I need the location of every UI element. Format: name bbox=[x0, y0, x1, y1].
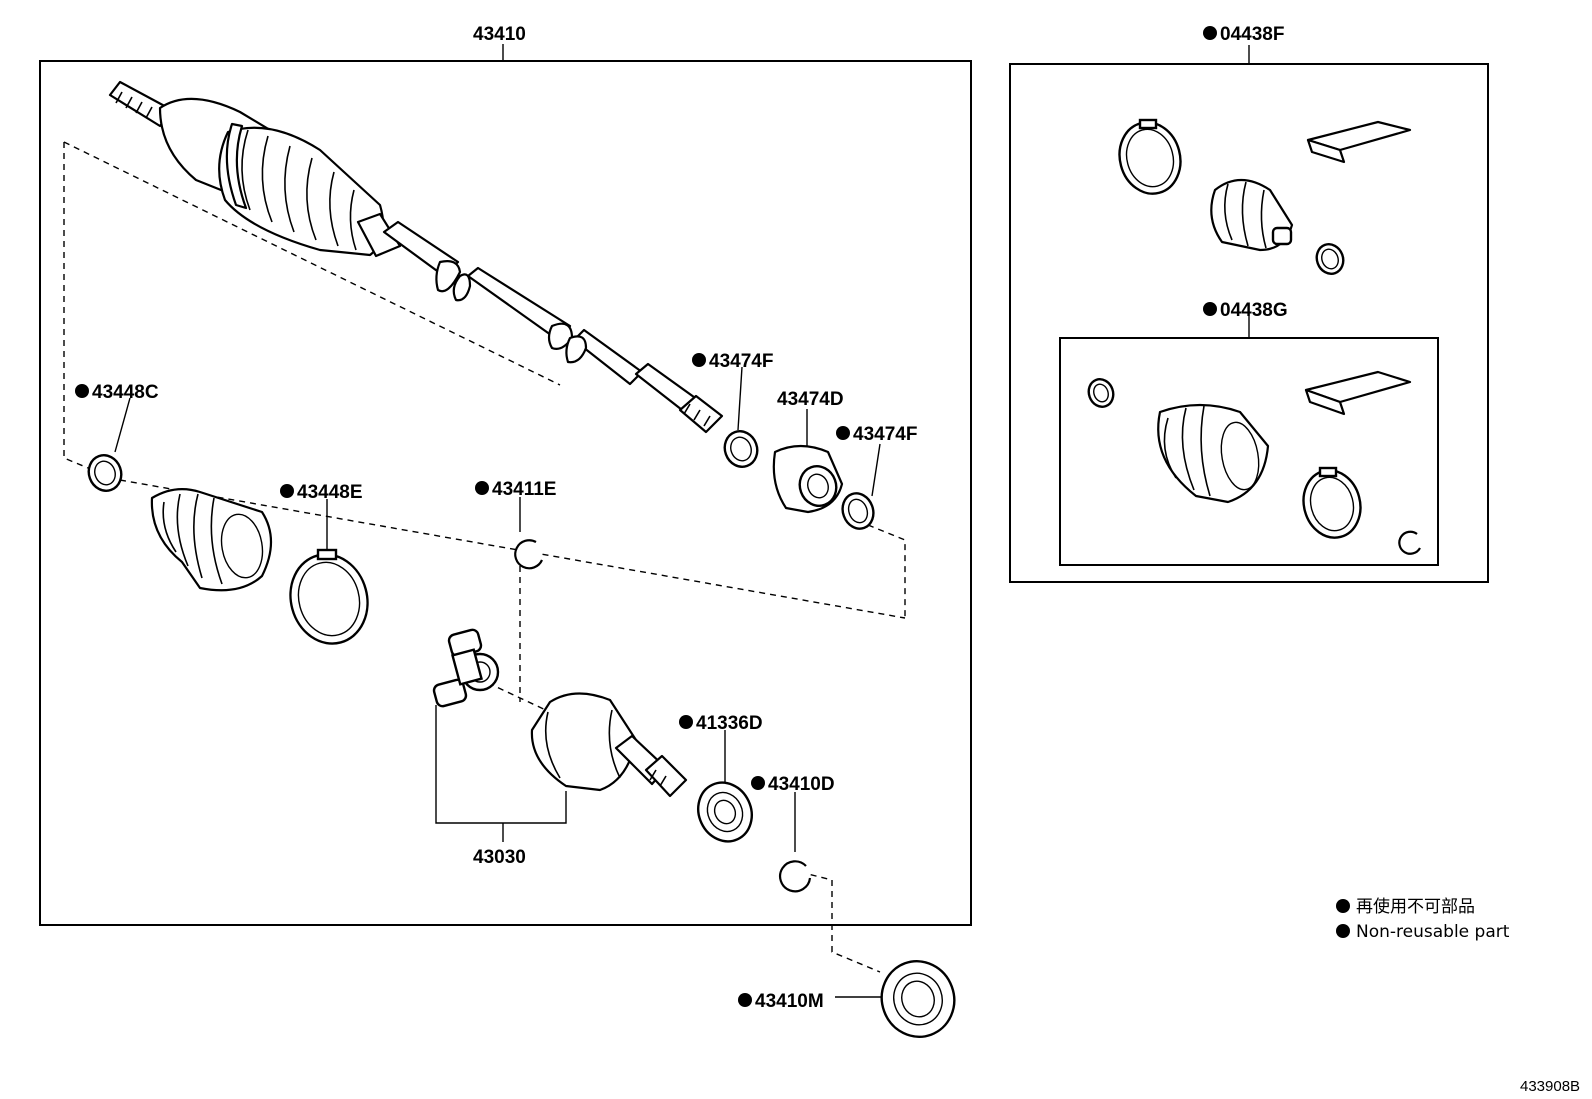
figure-code: 433908B bbox=[1520, 1078, 1580, 1095]
label-04438G: 04438G bbox=[1220, 300, 1288, 321]
label-43474F-right: 43474F bbox=[853, 424, 917, 445]
main-assembly-frame bbox=[39, 60, 972, 926]
nonreusable-dot-43448E bbox=[280, 484, 294, 498]
boot-clamp-43448E bbox=[289, 548, 369, 645]
label-43030: 43030 bbox=[473, 847, 526, 868]
label-43410: 43410 bbox=[473, 24, 526, 45]
legend-text-en: Non-reusable part bbox=[1356, 922, 1510, 942]
oil-seal-41336D bbox=[697, 781, 753, 843]
legend-text-jp: 再使用不可部品 bbox=[1356, 896, 1475, 917]
dynamic-damper-43474D bbox=[772, 444, 844, 514]
nonreusable-dot-04438G bbox=[1203, 302, 1217, 316]
snap-ring-43411E bbox=[514, 539, 544, 570]
kit-G-contents bbox=[1087, 370, 1421, 555]
legend-dot-jp bbox=[1336, 899, 1350, 913]
nonreusable-dot-43411E bbox=[475, 481, 489, 495]
nonreusable-dot-43410D bbox=[751, 776, 765, 790]
snap-ring-43410D bbox=[779, 860, 812, 893]
nonreusable-dot-43474F-left bbox=[692, 353, 706, 367]
label-43410D: 43410D bbox=[768, 774, 835, 795]
bearing-43410M bbox=[880, 960, 956, 1038]
label-43411E: 43411E bbox=[492, 479, 556, 500]
label-43474F-left: 43474F bbox=[709, 351, 773, 372]
inner-joint-43030 bbox=[530, 692, 688, 798]
inner-boot bbox=[150, 487, 272, 592]
label-43448C: 43448C bbox=[92, 382, 159, 403]
label-43410M: 43410M bbox=[755, 991, 824, 1012]
nonreusable-dot-04438F bbox=[1203, 26, 1217, 40]
label-04438F: 04438F bbox=[1220, 24, 1284, 45]
nonreusable-dot-43474F-right bbox=[836, 426, 850, 440]
nonreusable-dot-41336D bbox=[679, 715, 693, 729]
legend-dot-en bbox=[1336, 924, 1350, 938]
label-43474D: 43474D bbox=[777, 389, 844, 410]
nonreusable-dot-43448C bbox=[75, 384, 89, 398]
label-43448E: 43448E bbox=[297, 482, 363, 503]
drive-shaft-assembly bbox=[108, 80, 724, 434]
boot-clamp-43448C bbox=[87, 454, 123, 492]
ring-43474F-left bbox=[723, 430, 759, 468]
label-41336D: 41336D bbox=[696, 713, 763, 734]
ring-43474F-right bbox=[841, 492, 875, 530]
nonreusable-dot-43410M bbox=[738, 993, 752, 1007]
tripod-joint bbox=[432, 628, 500, 708]
kit-F-contents bbox=[1118, 118, 1412, 275]
